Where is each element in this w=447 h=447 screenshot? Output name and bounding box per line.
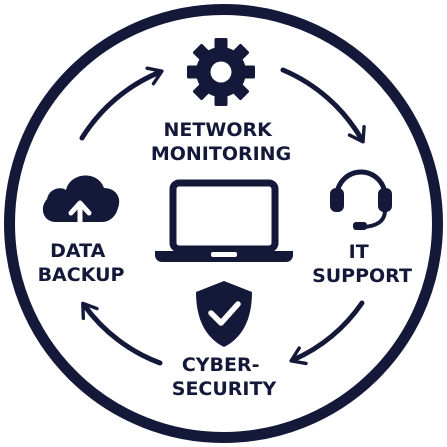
label-line: SUPPORT bbox=[312, 265, 412, 287]
laptop-icon bbox=[155, 179, 293, 262]
arrow-network-to-support bbox=[280, 67, 366, 144]
label-line: IT bbox=[349, 241, 369, 263]
label-line: SECURITY bbox=[172, 378, 277, 400]
headset-icon bbox=[330, 169, 392, 230]
label-line: NETWORK bbox=[164, 119, 274, 141]
shield-check-icon bbox=[196, 281, 252, 347]
label-line: CYBER- bbox=[182, 354, 260, 376]
label-cybersecurity: CYBER- SECURITY bbox=[172, 354, 277, 400]
arrow-backup-to-network bbox=[79, 66, 164, 141]
label-line: MONITORING bbox=[151, 143, 291, 165]
cloud-upload-icon bbox=[42, 175, 120, 229]
arrow-support-to-security bbox=[289, 300, 365, 366]
label-line: DATA bbox=[50, 240, 105, 262]
arrow-security-to-backup bbox=[81, 301, 163, 366]
label-it-support: IT SUPPORT bbox=[312, 241, 412, 287]
gear-icon bbox=[187, 38, 255, 106]
label-data-backup: DATA BACKUP bbox=[38, 240, 125, 286]
label-network-monitoring: NETWORK MONITORING bbox=[151, 119, 291, 165]
outer-ring bbox=[4, 4, 443, 443]
label-line: BACKUP bbox=[38, 264, 125, 286]
